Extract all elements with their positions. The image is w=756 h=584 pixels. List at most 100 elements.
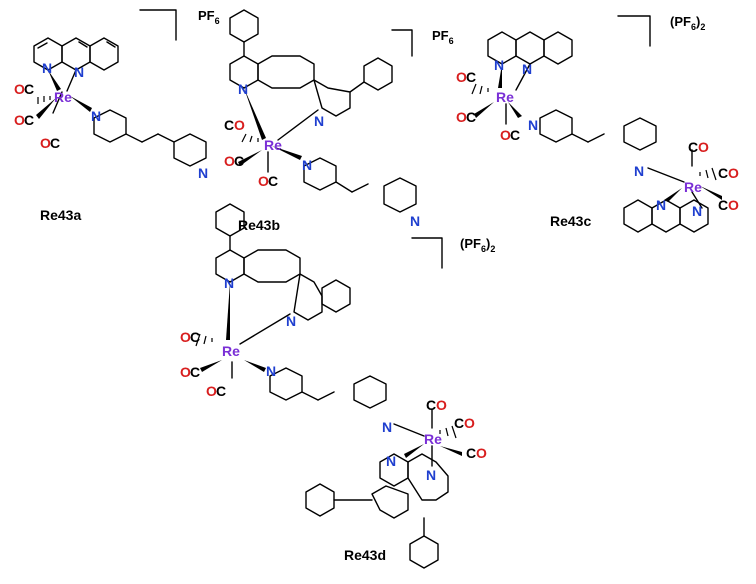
svg-text:O: O	[180, 364, 191, 380]
phenyl-ring	[215, 203, 245, 237]
svg-text:C: C	[50, 135, 60, 151]
carbonyl-group: C O	[426, 397, 447, 413]
svg-text:C: C	[24, 81, 34, 97]
carbonyl-group: C O	[454, 415, 475, 431]
re-atom: Re	[264, 137, 282, 153]
svg-text:C: C	[510, 127, 520, 143]
svg-text:C: C	[466, 69, 476, 85]
carbonyl-group: O C	[206, 383, 226, 399]
carbonyl-group: O C	[456, 109, 476, 125]
carbonyl-group: O C	[14, 81, 34, 97]
n-atom: N	[494, 57, 504, 73]
carbonyl-group: O C	[180, 329, 200, 345]
phenyl-ring	[321, 279, 351, 313]
svg-text:C: C	[718, 197, 728, 213]
diphenylphenanthroline-ligand	[215, 249, 323, 321]
diphenylphenanthroline-ligand	[229, 55, 351, 117]
n-atom: N	[74, 64, 84, 80]
charge-bracket	[139, 9, 177, 41]
compound-re43c: N N Re N N Re N N O C O C O C C O C O C …	[456, 14, 739, 233]
svg-text:C: C	[216, 383, 226, 399]
charge-bracket	[391, 29, 413, 57]
carbonyl-group: O C	[14, 112, 34, 128]
svg-text:O: O	[728, 197, 739, 213]
counter-ion-label: PF6	[432, 28, 454, 46]
n-atom: N	[692, 203, 702, 219]
n-atom: N	[42, 60, 52, 76]
svg-text:C: C	[466, 109, 476, 125]
carbonyl-group: C O	[688, 139, 709, 155]
carbonyl-group: O C	[180, 364, 200, 380]
n-atom: N	[302, 157, 312, 173]
phenyl-ring	[409, 535, 439, 569]
svg-text:O: O	[206, 383, 217, 399]
svg-text:O: O	[40, 135, 51, 151]
counter-ion-label: (PF6)2	[460, 236, 495, 254]
compound-label: Re43a	[40, 207, 81, 223]
carbonyl-group: O C	[40, 135, 60, 151]
svg-text:C: C	[426, 397, 436, 413]
counter-ion-label: PF6	[198, 8, 220, 26]
n-atom: N	[386, 453, 396, 469]
svg-text:C: C	[268, 173, 278, 189]
svg-text:C: C	[190, 329, 200, 345]
compound-label: Re43d	[344, 547, 386, 563]
bipyridyl-ethane-ligand	[269, 367, 387, 409]
svg-text:O: O	[224, 153, 235, 169]
re-atom: Re	[684, 179, 702, 195]
phenyl-ring	[229, 9, 259, 43]
compound-label: Re43b	[238, 217, 280, 233]
bipyridyl-ethane-ligand	[303, 157, 417, 213]
phenanthroline-ligand	[33, 37, 119, 71]
bipyridyl-ethane-ligand	[93, 109, 207, 167]
svg-text:O: O	[698, 139, 709, 155]
charge-bracket	[411, 237, 443, 269]
re-atom: Re	[496, 89, 514, 105]
carbonyl-group: C O	[718, 165, 739, 181]
counter-ion-label: (PF6)2	[670, 14, 705, 32]
carbonyl-group: C O	[466, 445, 487, 461]
n-atom: N	[410, 213, 420, 229]
n-atom: N	[266, 363, 276, 379]
svg-text:C: C	[718, 165, 728, 181]
svg-text:O: O	[258, 173, 269, 189]
svg-text:C: C	[190, 364, 200, 380]
svg-text:O: O	[728, 165, 739, 181]
svg-text:C: C	[688, 139, 698, 155]
svg-text:O: O	[456, 69, 467, 85]
n-atom: N	[528, 117, 538, 133]
svg-text:O: O	[476, 445, 487, 461]
carbonyl-group: O C	[500, 127, 520, 143]
svg-text:O: O	[14, 81, 25, 97]
phenyl-ring	[363, 57, 393, 91]
compound-re43b: N N Re N N C O O C O C PF6 Re43b	[224, 9, 454, 233]
n-atom: N	[224, 275, 234, 291]
n-atom: N	[634, 163, 644, 179]
n-atom: N	[382, 419, 392, 435]
carbonyl-group: O C	[224, 153, 244, 169]
svg-text:O: O	[456, 109, 467, 125]
n-atom: N	[656, 197, 666, 213]
svg-text:C: C	[224, 117, 234, 133]
svg-text:O: O	[234, 117, 245, 133]
n-atom: N	[91, 108, 101, 124]
diphenylphenanthroline-ligand	[371, 453, 449, 519]
svg-text:O: O	[14, 112, 25, 128]
svg-text:O: O	[500, 127, 511, 143]
re-atom: Re	[222, 343, 240, 359]
phenyl-ring	[305, 483, 335, 517]
charge-bracket	[617, 15, 651, 47]
compound-label: Re43c	[550, 213, 591, 229]
n-atom: N	[426, 467, 436, 483]
n-atom: N	[314, 113, 324, 129]
svg-text:C: C	[234, 153, 244, 169]
bipyridyl-ethane-ligand	[539, 109, 657, 151]
phenanthroline-ligand	[623, 199, 709, 233]
n-atom: N	[238, 81, 248, 97]
carbonyl-group: C O	[718, 197, 739, 213]
svg-text:O: O	[464, 415, 475, 431]
n-atom: N	[522, 61, 532, 77]
compound-re43d: N N Re N N Re N N O C O C O C C O C O C …	[180, 203, 495, 569]
carbonyl-group: O C	[258, 173, 278, 189]
